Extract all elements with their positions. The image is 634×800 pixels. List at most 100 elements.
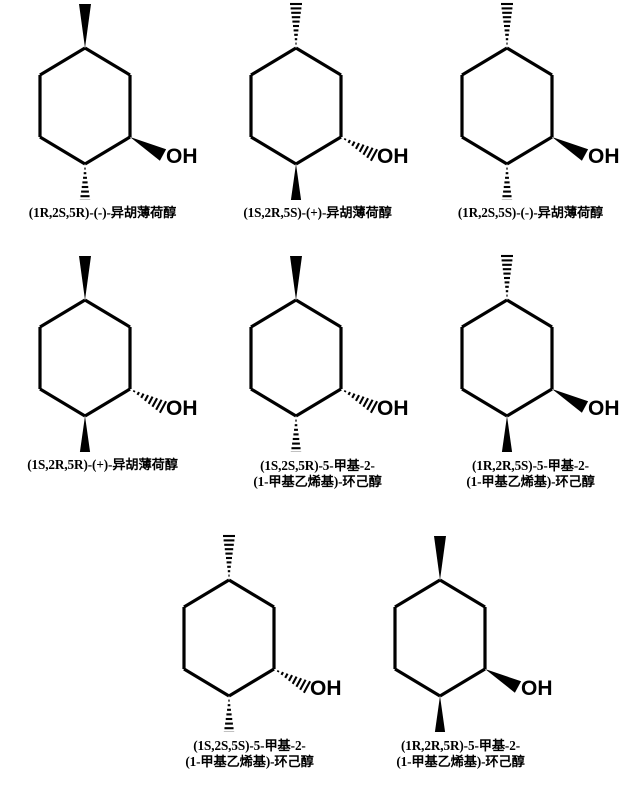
isopropenyl-stereo-bond <box>78 416 92 462</box>
structure-cell-5: OH (1S,2S,5R)-5-甲基-2-(1-甲基乙烯基)-环己醇 <box>211 252 422 512</box>
ring-bond-c2-c1 <box>84 387 131 418</box>
structure-cell-1: OH (1R,2S,5R)-(-)-异胡薄荷醇 <box>0 0 211 240</box>
structure-5-caption: (1S,2S,5R)-5-甲基-2-(1-甲基乙烯基)-环己醇 <box>253 458 381 489</box>
ring-bond-c5-c4 <box>394 578 441 609</box>
structure-8-svg: OH <box>393 536 553 770</box>
caption-line: (1R,2S,5R)-(-)-异胡薄荷醇 <box>28 205 177 220</box>
hydroxyl-label: OH <box>521 677 553 700</box>
hydroxyl-label: OH <box>310 677 342 700</box>
caption-line: (1R,2R,5S)-5-甲基-2- <box>472 458 589 473</box>
ring-bond-c2-c1 <box>295 135 342 166</box>
ring-bond-c6-c5 <box>84 46 131 77</box>
ring-bond-c3-c2 <box>394 667 441 698</box>
hydroxyl-label: OH <box>166 145 198 168</box>
methyl-stereo-bond <box>501 254 513 297</box>
hydroxyl-label: OH <box>588 397 620 420</box>
caption-line: (1S,2S,5R)-5-甲基-2- <box>260 458 375 473</box>
ring-bond-c3-c2 <box>250 135 297 166</box>
caption-line: (1-甲基乙烯基)-环己醇 <box>185 753 314 769</box>
structure-cell-8: OH (1R,2R,5R)-5-甲基-2-(1-甲基乙烯基)-环己醇 <box>355 532 566 800</box>
ring-bond-c3-c2 <box>183 667 230 698</box>
caption-line: (1S,2R,5R)-(+)-异胡薄荷醇 <box>27 457 178 472</box>
ring-bond-c2-c1 <box>295 387 342 418</box>
structure-6-svg: OH <box>460 254 620 490</box>
ring-bond-c2-c1 <box>84 135 131 166</box>
hydroxyl-label: OH <box>166 397 198 420</box>
caption-line: (1S,2S,5S)-5-甲基-2- <box>193 738 306 753</box>
hydroxyl-label: OH <box>588 145 620 168</box>
hydroxyl-label: OH <box>377 397 409 420</box>
structure-7-drawing: OH <box>157 532 342 770</box>
isopropenyl-stereo-bond <box>289 419 303 464</box>
ring-bond-c3-c2 <box>39 387 86 418</box>
ring-bond-c5-c4 <box>39 298 86 329</box>
structure-6-drawing: OH <box>435 252 620 490</box>
ring-bond-c2-c1 <box>439 667 486 698</box>
hydroxyl-stereo-bond <box>343 390 379 414</box>
structure-8-drawing: OH <box>368 532 553 770</box>
ring-bond-c6-c5 <box>506 298 553 329</box>
ring-bond-c5-c4 <box>461 46 508 77</box>
structure-6-caption: (1R,2R,5S)-5-甲基-2-(1-甲基乙烯基)-环己醇 <box>466 458 594 489</box>
methyl-stereo-bond <box>223 534 235 577</box>
ring-bond-c6-c5 <box>439 578 486 609</box>
isopropenyl-stereo-bond <box>500 416 514 462</box>
hydroxyl-label: OH <box>377 145 409 168</box>
methyl-stereo-bond <box>79 4 91 48</box>
structure-4-caption: (1S,2R,5R)-(+)-异胡薄荷醇 <box>27 457 178 473</box>
ring-bond-c3-c2 <box>461 135 508 166</box>
ring-bond-c5-c4 <box>461 298 508 329</box>
caption-line: (1-甲基乙烯基)-环己醇 <box>466 473 595 489</box>
hydroxyl-stereo-bond <box>132 390 168 414</box>
isopropenyl-stereo-bond <box>433 696 447 742</box>
structure-1-caption: (1R,2S,5R)-(-)-异胡薄荷醇 <box>28 205 177 221</box>
ring-bond-c6-c5 <box>228 578 275 609</box>
methyl-stereo-bond <box>79 256 91 300</box>
caption-line: (1-甲基乙烯基)-环己醇 <box>253 473 382 489</box>
ring-bond-c6-c5 <box>295 46 342 77</box>
structure-3-drawing: OH <box>435 0 620 238</box>
structure-2-svg: OH <box>249 2 409 238</box>
methyl-stereo-bond <box>434 536 446 580</box>
hydroxyl-stereo-bond <box>552 389 589 413</box>
ring-bond-c2-c1 <box>228 667 275 698</box>
structure-3-svg: OH <box>460 2 620 238</box>
methyl-stereo-bond <box>290 256 302 300</box>
structure-2-caption: (1S,2R,5S)-(+)-异胡薄荷醇 <box>243 205 391 221</box>
caption-line: (1-甲基乙烯基)-环己醇 <box>396 753 525 769</box>
structure-row-1: OH (1R,2S,5R)-(-)-异胡薄荷醇 OH (1S,2R,5S)-(+… <box>0 0 634 240</box>
ring-bond-c3-c2 <box>461 387 508 418</box>
isopropenyl-stereo-bond <box>222 699 236 744</box>
hydroxyl-stereo-bond <box>485 669 522 693</box>
ring-bond-c6-c5 <box>295 298 342 329</box>
ring-bond-c6-c5 <box>506 46 553 77</box>
structure-1-drawing: OH <box>13 0 198 238</box>
hydroxyl-stereo-bond <box>552 137 589 161</box>
ring-bond-c6-c5 <box>84 298 131 329</box>
hydroxyl-stereo-bond <box>276 670 312 694</box>
structure-cell-4: OH (1S,2R,5R)-(+)-异胡薄荷醇 <box>0 252 211 512</box>
methyl-stereo-bond <box>501 2 513 45</box>
ring-bond-c3-c2 <box>250 387 297 418</box>
ring-bond-c2-c1 <box>506 387 553 418</box>
ring-bond-c5-c4 <box>183 578 230 609</box>
ring-bond-c5-c4 <box>250 46 297 77</box>
structure-cell-7: OH (1S,2S,5S)-5-甲基-2-(1-甲基乙烯基)-环己醇 <box>144 532 355 800</box>
structure-row-3: OH (1S,2S,5S)-5-甲基-2-(1-甲基乙烯基)-环己醇 OH (1… <box>0 532 634 800</box>
structure-5-svg: OH <box>249 256 409 490</box>
structure-cell-2: OH (1S,2R,5S)-(+)-异胡薄荷醇 <box>211 0 422 240</box>
structure-5-drawing: OH <box>224 252 409 490</box>
caption-line: (1R,2R,5R)-5-甲基-2- <box>400 738 521 753</box>
caption-line: (1R,2S,5S)-(-)-异胡薄荷醇 <box>457 205 604 220</box>
hydroxyl-stereo-bond <box>130 137 167 161</box>
structure-4-drawing: OH <box>13 252 198 490</box>
isopropenyl-stereo-bond <box>78 167 92 212</box>
methyl-stereo-bond <box>290 2 302 45</box>
structure-8-caption: (1R,2R,5R)-5-甲基-2-(1-甲基乙烯基)-环己醇 <box>396 738 524 769</box>
isopropenyl-stereo-bond <box>289 164 303 210</box>
structure-7-svg: OH <box>182 534 342 770</box>
structure-cell-6: OH (1R,2R,5S)-5-甲基-2-(1-甲基乙烯基)-环己醇 <box>422 252 633 512</box>
hydroxyl-stereo-bond <box>343 138 379 162</box>
structure-2-drawing: OH <box>224 0 409 238</box>
